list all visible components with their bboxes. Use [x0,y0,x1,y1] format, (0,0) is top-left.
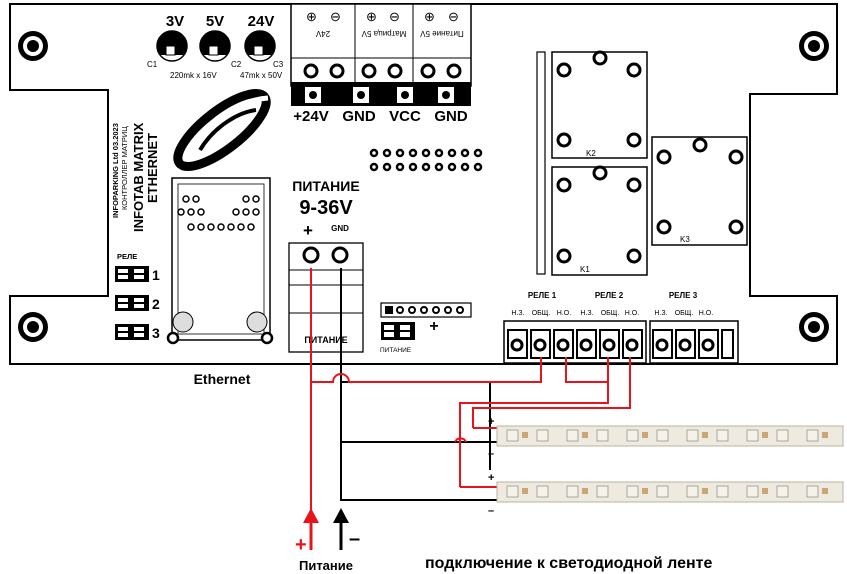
supply-plus-arrow [303,508,319,550]
small-pin-header [380,302,472,318]
board-text-line4: ETHERNET [145,133,160,203]
relay-bar [536,51,546,275]
contact-label: Н.З. [580,310,593,317]
contact-label: Н.О. [625,310,639,317]
led-strip [496,481,844,503]
strip-plus: + [488,472,494,484]
contact-label: ОБЩ. [601,310,620,317]
capacitor-c1: + [156,30,188,62]
cap-ref: C3 [273,60,284,69]
header-box-label: Питание 5V [420,29,464,38]
board-text-line2: КОНТРОЛЛЕР МАТРИЦ [120,126,129,210]
power-input-title: ПИТАНИЕ [292,178,359,194]
capacitor-c3: + [244,30,276,62]
svg-text:⊕: ⊕ [366,9,377,24]
relay-terminal-title: РЕЛЕ 2 [595,291,624,300]
mounting-hole [799,31,829,61]
ethernet-port [166,177,274,345]
contact-label: Н.З. [511,310,524,317]
power-header: ⊕ ⊖ ⊕ ⊖ ⊕ ⊖ 24V Матрица 5V Питание 5V [290,3,472,106]
relay-ref: K2 [586,149,596,158]
contact-label: ОБЩ. [675,310,694,317]
header-pin-label: VCC [389,108,421,125]
jumper-icon [115,295,149,311]
cap-voltage-label: 5V [206,13,224,30]
svg-text:+: + [221,47,227,58]
relay-legend-item: 1 [152,267,160,283]
power-input-terminal [288,242,364,353]
relay-terminal-title: РЕЛЕ 1 [528,291,557,300]
svg-text:+: + [178,47,184,58]
relay-k3 [651,136,748,246]
mounting-hole [18,31,48,61]
relay-legend-title: РЕЛЕ [117,252,137,261]
svg-text:+: + [266,47,272,58]
caption: подключение к светодиодной ленте [425,555,712,572]
infotab-logo [173,89,271,171]
cap-note: 47mk x 50V [240,71,283,80]
board-text-line3: INFOTAB MATRIX [131,122,146,232]
power-input-range: 9-36V [299,197,353,219]
cap-ref: C1 [147,60,158,69]
power-block-label: ПИТАНИЕ [304,335,347,345]
svg-text:⊖: ⊖ [330,9,341,24]
relay-terminal-title: РЕЛЕ 3 [669,291,698,300]
relay-legend-item: 3 [152,325,160,341]
mounting-hole [18,312,48,342]
relay-ref: K1 [580,265,590,274]
cap-voltage-label: 24V [248,13,275,30]
relay-terminal-block [503,320,739,364]
jumper-icon [115,324,149,340]
cap-voltage-label: 3V [166,13,184,30]
header-box-label: 24V [315,29,330,38]
cap-ref: C2 [231,60,242,69]
board-text-line1: INFOPARKING Ltd 03.2023 [111,123,120,218]
mounting-hole [799,312,829,342]
supply-minus-sign: – [349,528,360,550]
header-box-label: Матрица 5V [361,29,406,38]
header-pin-label: GND [434,108,468,125]
svg-text:⊖: ⊖ [448,9,459,24]
power-input-plus: + [303,221,313,240]
contact-label: Н.З. [654,310,667,317]
led-strip [496,425,844,447]
relay-k2 [551,50,648,159]
cap-note: 220mk x 16V [170,71,217,80]
pin-header [369,148,483,172]
relay-k1 [551,165,648,276]
contact-label: Н.О. [557,310,571,317]
small-header-label: ПИТАНИЕ [380,347,412,354]
supply-plus-sign: + [295,534,307,556]
strip-minus: – [488,448,494,460]
strip-minus: – [488,505,494,517]
jumper-icon [381,322,415,340]
relay-ref: K3 [680,235,690,244]
power-input-gnd: GND [331,224,349,233]
relay-legend-item: 2 [152,296,160,312]
small-header-plus: + [429,318,438,335]
strip-plus: + [488,416,494,428]
contact-label: Н.О. [699,310,713,317]
header-pin-label: GND [342,108,376,125]
wire-positive [310,268,631,510]
capacitor-c2: + [199,30,231,62]
header-pin-label: +24V [293,108,328,125]
jumper-icon [115,266,149,282]
ethernet-label: Ethernet [194,371,251,387]
svg-text:⊕: ⊕ [306,9,317,24]
supply-minus-arrow [333,508,349,550]
svg-text:⊖: ⊖ [389,9,400,24]
contact-label: ОБЩ. [532,310,551,317]
svg-text:⊕: ⊕ [424,9,435,24]
supply-label: Питание [299,558,353,573]
